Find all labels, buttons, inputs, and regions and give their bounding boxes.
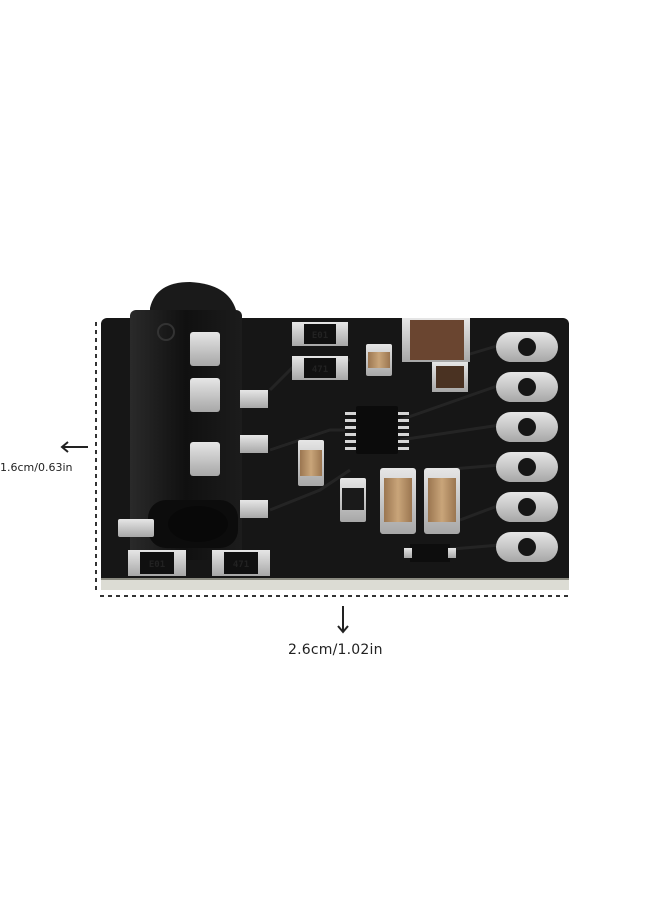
height-dimension-label: 1.6cm/0.63in xyxy=(0,461,73,474)
arrow-down-icon xyxy=(337,606,349,634)
svg-text:471: 471 xyxy=(233,560,249,570)
audio-jack xyxy=(118,282,268,560)
svg-text:471: 471 xyxy=(312,365,328,375)
svg-text:E01: E01 xyxy=(312,331,328,341)
width-dimension-label: 2.6cm/1.02in xyxy=(288,642,383,658)
resistor-471-top: 471 xyxy=(292,356,348,380)
ic-chip xyxy=(345,406,409,454)
dimension-lines xyxy=(95,322,570,597)
small-capacitors xyxy=(298,344,392,522)
small-transistor xyxy=(404,544,456,562)
resistor-e01-top: E01 xyxy=(292,322,348,346)
svg-text:E01: E01 xyxy=(149,560,165,570)
arrow-left-icon xyxy=(60,441,88,453)
large-capacitors xyxy=(380,468,460,534)
resistor-e01-bottom: E01 xyxy=(128,550,186,576)
header-pads xyxy=(496,332,558,562)
tantalum-capacitor xyxy=(402,318,470,392)
resistor-471-bottom: 471 xyxy=(212,550,270,576)
